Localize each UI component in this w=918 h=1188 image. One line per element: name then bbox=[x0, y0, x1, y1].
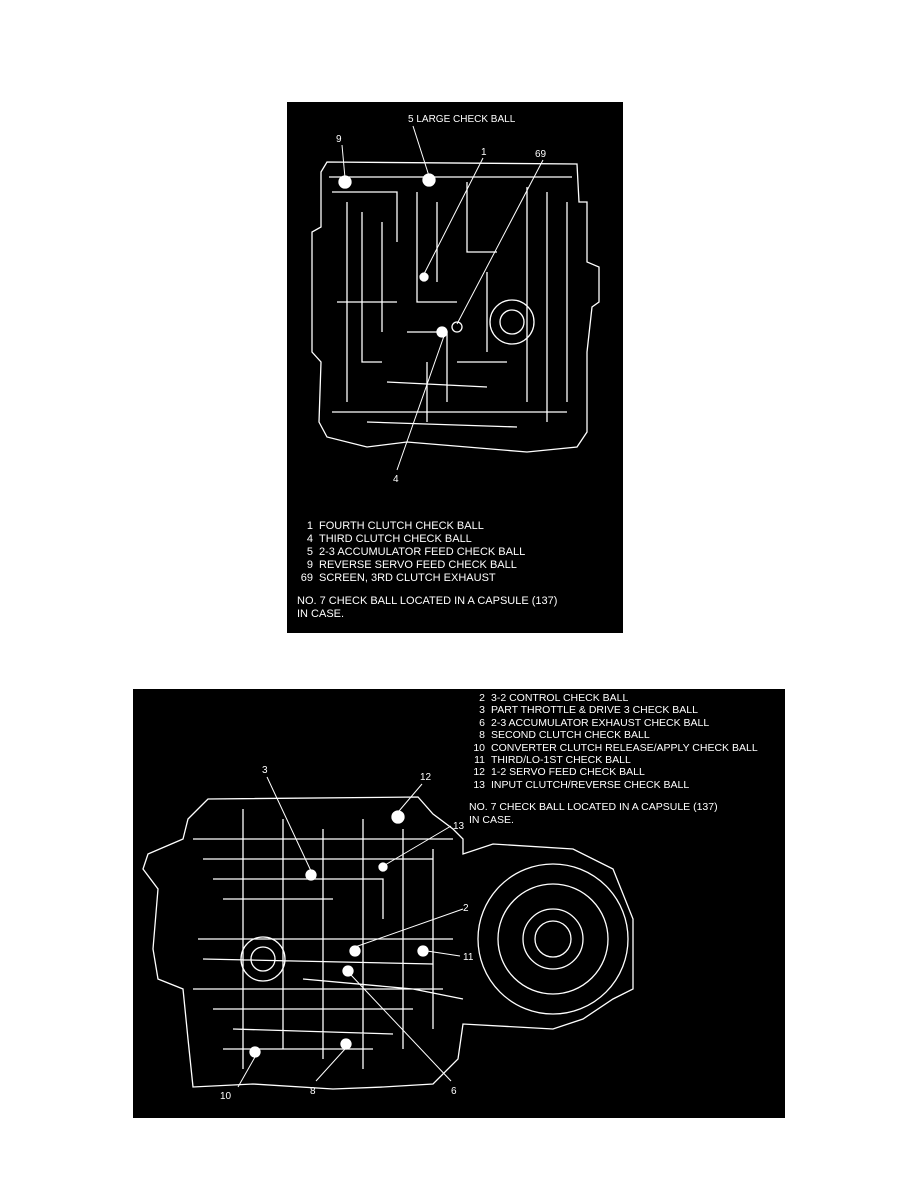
callout-69: 69 bbox=[535, 149, 547, 160]
note-line-1: NO. 7 CHECK BALL LOCATED IN A CAPSULE (1… bbox=[469, 801, 718, 814]
note-line-2: IN CASE. bbox=[297, 608, 345, 620]
callout-10: 10 bbox=[220, 1091, 232, 1102]
callout-13: 13 bbox=[453, 821, 465, 832]
callout-6: 6 bbox=[451, 1086, 457, 1097]
callout-9: 9 bbox=[336, 134, 342, 145]
callout-2: 2 bbox=[463, 903, 469, 914]
valve-body-diagram-1: 5 LARGE CHECK BALL 9 1 69 4 bbox=[311, 114, 600, 485]
note-line-1: NO. 7 CHECK BALL LOCATED IN A CAPSULE (1… bbox=[297, 595, 558, 607]
callout-3: 3 bbox=[262, 765, 268, 776]
note-line-2: IN CASE. bbox=[469, 813, 514, 826]
callout-12: 12 bbox=[420, 772, 432, 783]
callout-8: 8 bbox=[310, 1086, 316, 1097]
callout-11: 11 bbox=[463, 952, 474, 963]
callout-1: 1 bbox=[481, 147, 487, 158]
valve-body-diagram-2: 3 12 13 2 11 10 8 6 bbox=[142, 765, 634, 1102]
callout-5-large-check-ball: 5 LARGE CHECK BALL bbox=[408, 114, 516, 125]
callout-4: 4 bbox=[393, 474, 399, 485]
